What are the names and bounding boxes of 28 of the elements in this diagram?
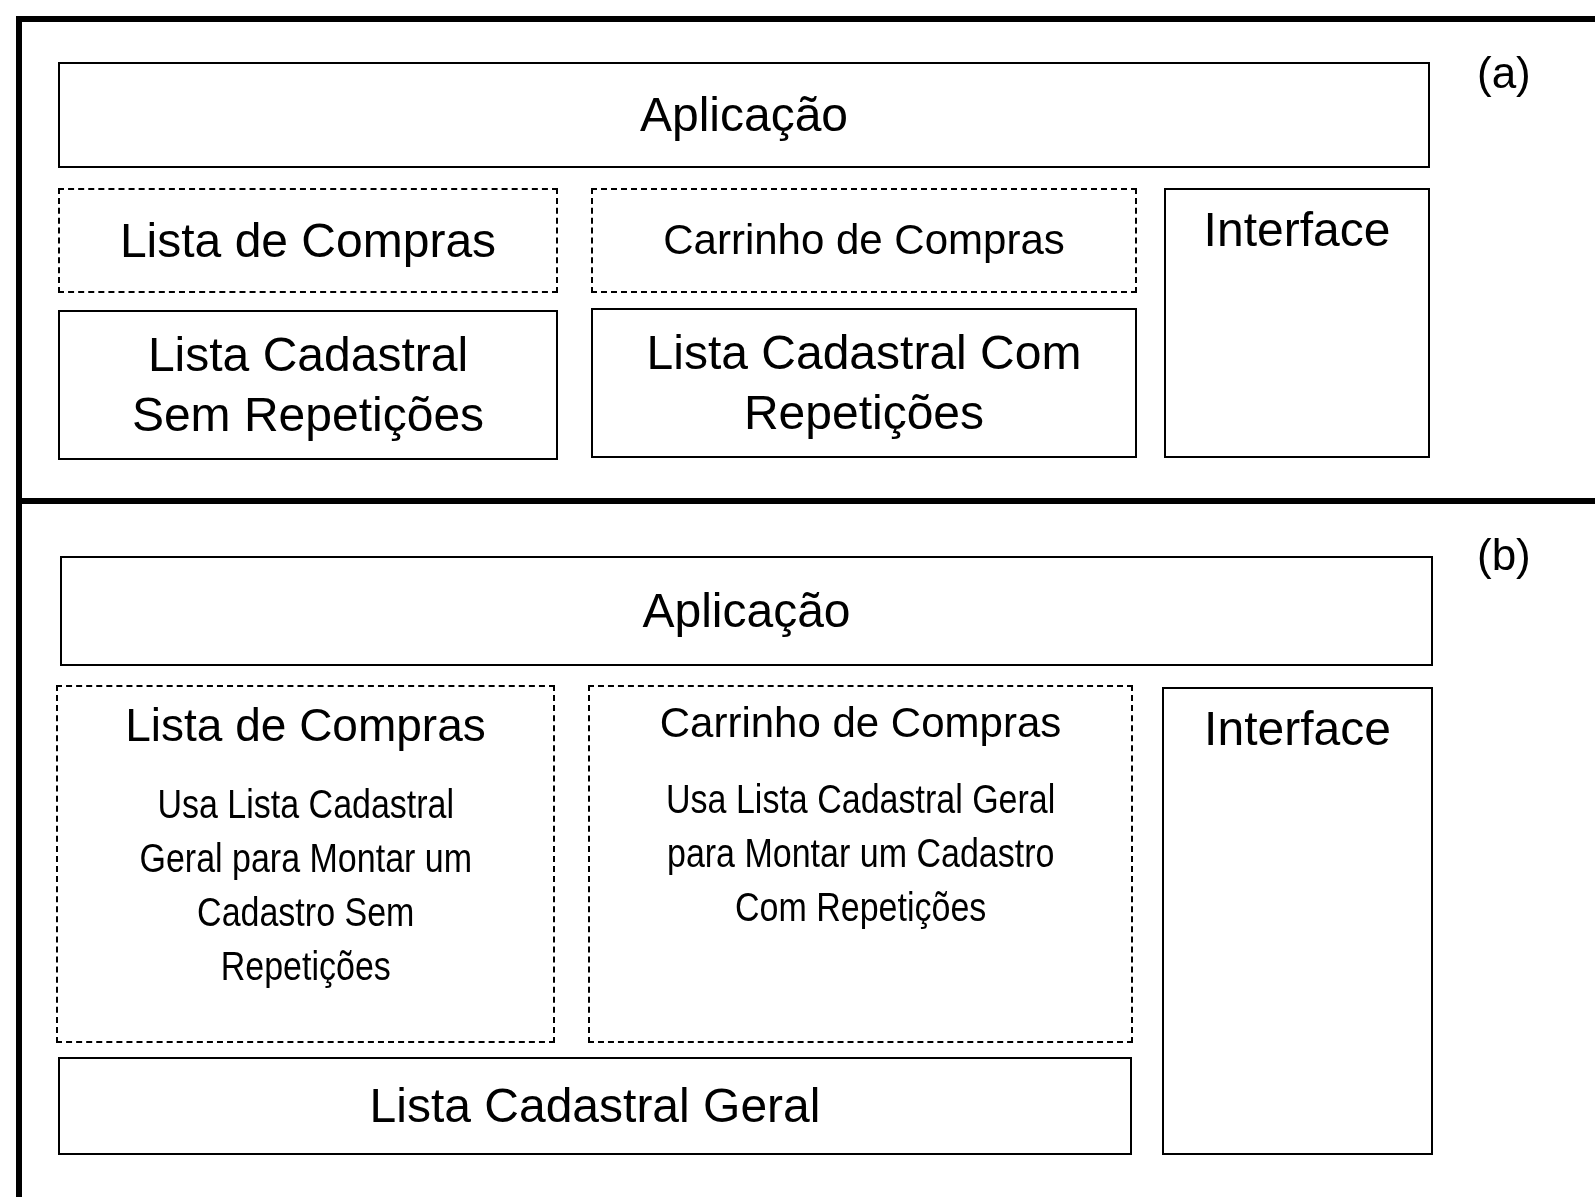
box-description: Usa Lista Cadastral Geral para Montar um Cadastro Sem Repetições (138, 780, 473, 990)
layer-box (58, 1057, 1132, 1155)
layer-box (60, 556, 1433, 666)
box-title: Aplicação (639, 87, 849, 143)
box-title: Lista de Compras (125, 698, 486, 753)
layer-box (591, 308, 1137, 458)
panel-label: (a) (1477, 48, 1531, 98)
module-box (56, 685, 555, 1043)
layer-box (1162, 687, 1433, 1155)
layer-box (58, 62, 1430, 168)
box-title: Aplicação (642, 583, 851, 639)
box-title: Lista de Compras (119, 212, 497, 269)
module-box (591, 188, 1137, 293)
box-title: Carrinho de Compras (659, 698, 1062, 748)
module-box (58, 188, 558, 293)
module-box (588, 685, 1133, 1043)
layer-box (1164, 188, 1430, 458)
box-description: Usa Lista Cadastral Geral para Montar um Cadastro Com Repetições (664, 775, 1057, 931)
box-title: Lista Cadastral Sem Repetições (130, 327, 486, 443)
box-title: Lista Cadastral Geral (369, 1078, 821, 1134)
box-title: Lista Cadastral Com Repetições (645, 325, 1083, 441)
panel-label: (b) (1477, 530, 1531, 580)
panel-frame (16, 498, 1595, 1197)
panel-frame (16, 16, 1595, 498)
layer-box (58, 310, 558, 460)
box-title: Interface (1203, 202, 1391, 258)
box-title: Carrinho de Compras (663, 215, 1065, 266)
box-title: Interface (1204, 701, 1391, 757)
